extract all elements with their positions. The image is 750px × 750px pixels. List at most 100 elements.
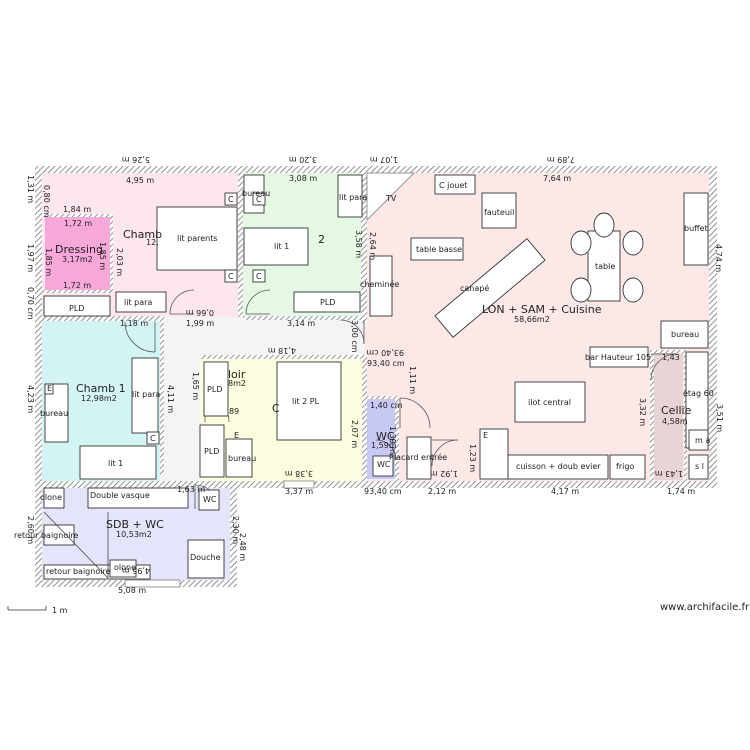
label-lit-para-top: lit para xyxy=(339,193,367,202)
label-buffet: buffet xyxy=(684,224,708,233)
dimension-labels: 4,95 m 3,08 m 7,64 m 1,84 m 1,72 m 1,72 … xyxy=(52,174,695,615)
dim-351: 3,51 m xyxy=(715,404,724,432)
label-tv: TV xyxy=(385,194,397,203)
dim-185a: 1,85 m xyxy=(44,248,53,276)
room-salon-area: 58,66m2 xyxy=(514,315,550,324)
label-bureau-top: bureau xyxy=(242,189,270,198)
label-retour2: retour baignoire xyxy=(46,567,111,576)
room-bureau-area: 8m2 xyxy=(228,379,246,388)
dim-left-070: 0,70 cm xyxy=(26,287,35,320)
sdb-diagonal xyxy=(43,511,109,579)
label-c5: C xyxy=(150,434,156,443)
dim-332: 3,32 m xyxy=(638,398,647,426)
dim-left-260: 2,60 m xyxy=(26,516,35,544)
label-pld-mid2: PLD xyxy=(204,447,219,456)
label-retour1: retour baignoire xyxy=(14,531,79,540)
table-basse xyxy=(410,237,464,261)
dim-338: 3,38 m xyxy=(285,469,313,478)
dim-123: 1,23 m xyxy=(468,444,477,472)
bed-2pl xyxy=(276,361,342,441)
dimension-labels-rotated: 5,26 m 3,20 m 1,07 m 7,89 m 1,31 m 0,80 … xyxy=(26,155,724,575)
dim-230: 2,30 m xyxy=(231,516,240,544)
label-pld-top: PLD xyxy=(320,298,335,307)
dim-left-131: 1,31 m xyxy=(26,175,35,203)
label-placard: Placard entrée xyxy=(389,452,447,462)
hall-fill-2 xyxy=(160,357,200,481)
label-lit1-top: lit 1 xyxy=(274,242,289,251)
label-fauteuil: fauteuil xyxy=(484,208,514,217)
label-cheminee: cheminée xyxy=(360,279,399,289)
dim-140: 1,40 cm xyxy=(370,401,403,410)
dim-248: 2,48 m xyxy=(238,533,247,561)
label-colone1: olone xyxy=(40,493,62,502)
label-bureau-ch1: bureau xyxy=(40,409,68,418)
dim-093: 93,40 cm xyxy=(366,348,404,357)
label-c2: C xyxy=(228,272,234,281)
room-chambre-parents-label: Chamb xyxy=(123,228,162,241)
label-wc-small: WC xyxy=(377,460,391,469)
label-cuisson: cuisson + doub evier xyxy=(516,462,601,471)
label-e3: E xyxy=(483,431,488,440)
label-etag: étag 60 xyxy=(683,388,714,398)
room-chambre-parents-area: 12, xyxy=(146,238,159,247)
room-chambre1-label: Chamb 1 xyxy=(76,382,126,395)
label-pld-mid1: PLD xyxy=(207,385,222,394)
dim-066: 0,66 m xyxy=(186,308,214,317)
dim-172b: 1,72 m xyxy=(63,281,91,290)
dim-358: 3,58 m xyxy=(354,230,363,258)
dim-207: 2,07 m xyxy=(350,420,359,448)
canape xyxy=(434,238,546,338)
dim-143b: 1,43 m xyxy=(655,469,683,478)
room-dressing-fill xyxy=(45,216,110,290)
dim-199: 1,99 m xyxy=(186,319,214,328)
label-e2: E xyxy=(234,431,239,440)
hall-fill xyxy=(160,317,365,357)
dim-172a: 1,72 m xyxy=(64,219,92,228)
credit-text: www.archifacile.fr xyxy=(660,602,750,613)
dim-9340: 93,40 cm xyxy=(364,487,402,496)
room-chambre2-label: 2 xyxy=(318,233,325,246)
dim-314: 3,14 m xyxy=(287,319,315,328)
label-ilot: ilot central xyxy=(528,398,571,407)
salon-corner-wall xyxy=(366,172,416,222)
dim-left-080: 0,80 cm xyxy=(42,185,51,218)
dim-337: 3,37 m xyxy=(285,487,313,496)
dim-165: 1,65 m xyxy=(191,372,200,400)
label-bar: bar Hauteur 105 xyxy=(585,353,651,362)
label-bureau-salon: bureau xyxy=(671,330,699,339)
room-bureau-label: C xyxy=(272,402,280,415)
room-cellier-area: 4,58m xyxy=(662,417,688,426)
dim-474: 4,74 m xyxy=(714,244,723,272)
dim-111: 1,11 m xyxy=(408,366,417,394)
room-wc-label: WC xyxy=(376,430,395,443)
dim-9340b: 93,40 cm xyxy=(367,359,405,368)
dim-417: 4,17 m xyxy=(551,487,579,496)
label-c-jouet: C jouet xyxy=(439,181,467,190)
bed-parents xyxy=(156,206,238,271)
label-c4: C xyxy=(256,272,262,281)
label-double-vasque: Double vasque xyxy=(90,491,150,500)
room-dressing-area: 3,17m2 xyxy=(62,255,93,264)
room-dressing-label: Dressing xyxy=(55,243,103,256)
dim-top-495: 4,95 m xyxy=(126,176,154,185)
windows xyxy=(124,480,315,588)
furniture xyxy=(43,174,709,580)
label-table-basse: table basse xyxy=(416,245,462,254)
dim-185b: 1,85 m xyxy=(98,242,107,270)
dim-top-789: 7,89 m xyxy=(547,155,575,164)
dim-192: 1,92 m xyxy=(430,469,458,478)
scale-bar xyxy=(7,606,47,611)
dim-508: 5,08 m xyxy=(118,586,146,595)
dim-top-308: 3,08 m xyxy=(289,174,317,183)
label-douche: Douche xyxy=(190,553,221,562)
dim-495b: 4,95 m xyxy=(122,566,150,575)
room-salon-label: LON + SAM + Cuisine xyxy=(482,303,602,316)
dim-212: 2,12 m xyxy=(428,487,456,496)
dim-300: 3,00 cm xyxy=(350,320,359,353)
dim-418: 4,18 m xyxy=(268,346,296,355)
label-wc-sdb: WC xyxy=(203,495,217,504)
dim-139: 1,39 m xyxy=(388,426,397,454)
room-wc-area: 1,59m xyxy=(371,441,397,450)
dim-top-107: 1,07 m xyxy=(370,155,398,164)
